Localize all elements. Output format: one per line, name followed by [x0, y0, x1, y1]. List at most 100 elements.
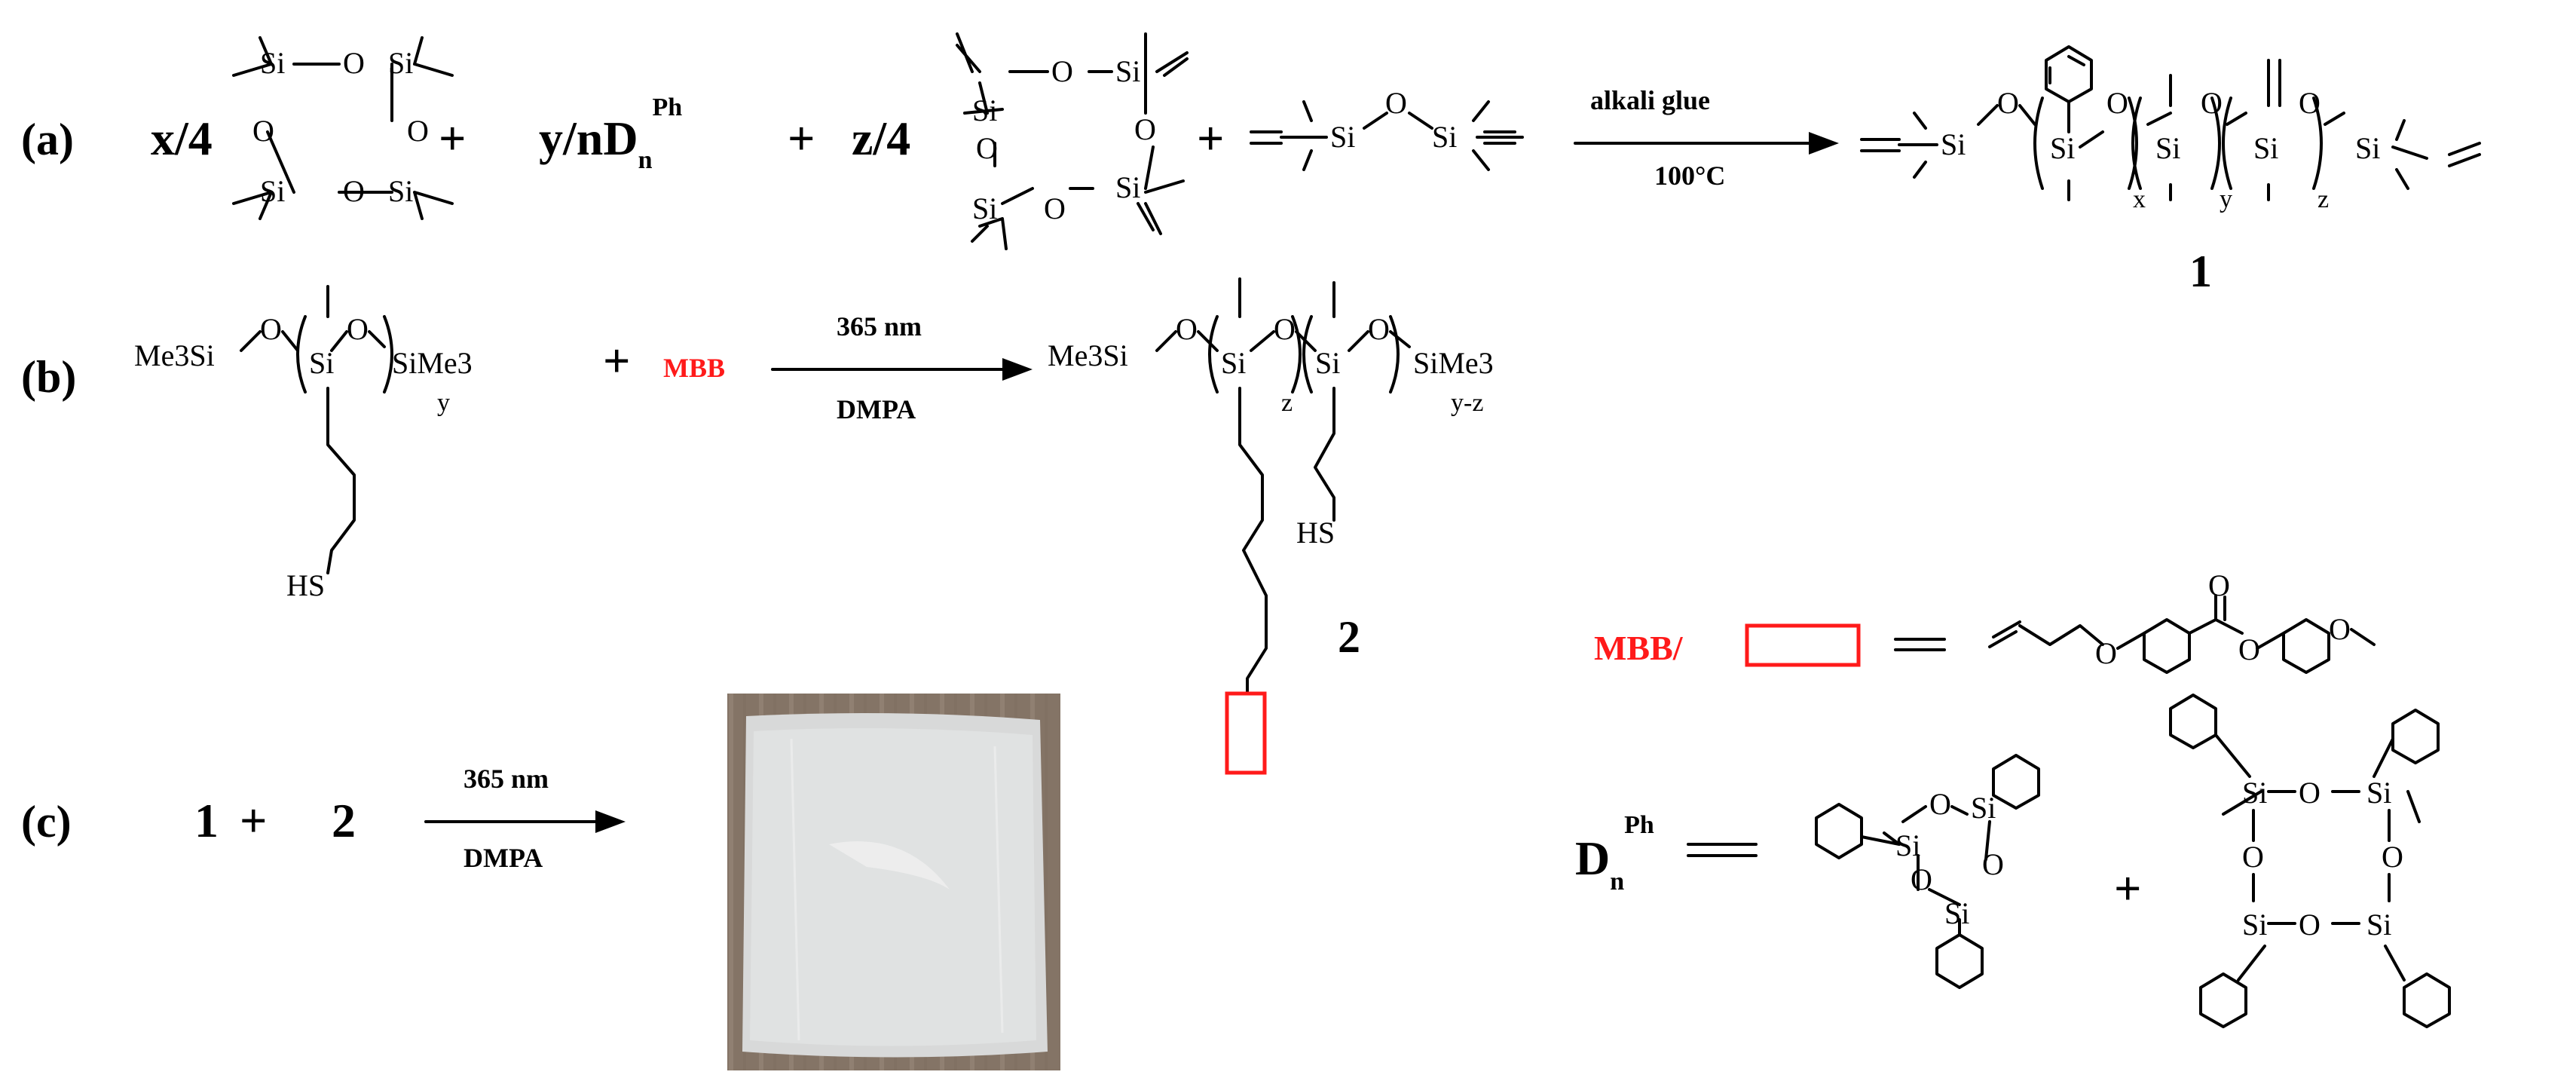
o-atom: O — [343, 174, 365, 208]
plus-sign: + — [603, 334, 630, 387]
o-atom: O — [976, 131, 998, 165]
repeat-index-y-minus-z: y-z — [1451, 389, 1483, 417]
mbb-reagent: MBB — [663, 353, 725, 383]
repeat-index-x: x — [2133, 185, 2146, 213]
reaction-arrow-a: alkali glue 100°C — [1574, 85, 1839, 191]
repeat-index-y: y — [2220, 185, 2232, 213]
condition-photoinitiator: DMPA — [837, 394, 916, 424]
o-atom: O — [407, 114, 429, 148]
product-label-1: 1 — [2189, 247, 2212, 296]
si-atom: Si — [388, 174, 413, 208]
si-atom: Si — [2050, 131, 2075, 165]
o-atom: O — [2299, 776, 2321, 810]
end-group-right: SiMe3 — [392, 346, 473, 380]
o-atom: O — [1051, 54, 1073, 88]
o-atom: O — [1044, 191, 1066, 225]
dnph-legend: DnPh Si O Si O O Si + Si O Si O O Si O S… — [1575, 694, 2451, 1028]
reaction-arrow-b: 365 nm DMPA — [771, 311, 1033, 424]
plus-sign: + — [2114, 862, 2141, 915]
si-atom: Si — [260, 174, 285, 208]
product-label-2: 2 — [1338, 612, 1360, 662]
divinyl-tetramethyldisiloxane: Si O Si — [1250, 86, 1524, 171]
condition-wavelength: 365 nm — [837, 311, 922, 341]
condition-wavelength: 365 nm — [463, 764, 549, 794]
octamethylcyclotetrasiloxane: Si O Si O O Si O Si — [232, 36, 454, 220]
panel-label-a: (a) — [21, 115, 74, 164]
coefficient-z: z/4 — [852, 112, 910, 165]
o-atom: O — [1982, 847, 2004, 881]
o-atom: O — [1274, 312, 1296, 346]
mbb-label: MBB/ — [1594, 629, 1684, 667]
o-atom: O — [2095, 636, 2117, 670]
end-group-right: SiMe3 — [1413, 346, 1494, 380]
o-atom: O — [1368, 312, 1390, 346]
reactant-1: 1 — [194, 794, 219, 847]
si-atom: Si — [1115, 170, 1140, 204]
mesogen-box-legend — [1745, 623, 1861, 667]
repeat-index-y: y — [437, 389, 450, 417]
mesogen-box — [1225, 691, 1267, 775]
o-atom: O — [2329, 612, 2351, 646]
si-atom: Si — [2155, 131, 2180, 165]
o-atom: O — [347, 312, 369, 346]
o-atom: O — [2106, 86, 2128, 120]
o-atom: O — [2299, 908, 2321, 942]
panel-label-b: (b) — [21, 352, 76, 402]
si-atom: Si — [2242, 776, 2267, 810]
si-atom: Si — [2253, 131, 2278, 165]
o-atom: O — [2201, 86, 2223, 120]
si-atom: Si — [2242, 908, 2267, 942]
o-atom: O — [1134, 112, 1156, 146]
panel-label-c: (c) — [21, 797, 72, 847]
o-atom: O — [2242, 840, 2264, 874]
si-atom: Si — [260, 46, 285, 80]
o-atom: O — [2299, 86, 2321, 120]
condition-temperature: 100°C — [1654, 161, 1725, 191]
plus-sign: + — [240, 794, 267, 847]
dnph-symbol: DnPh — [1575, 811, 1654, 896]
repeat-index-z: z — [1281, 389, 1293, 417]
si-atom: Si — [1944, 896, 1969, 930]
si-atom: Si — [1330, 120, 1355, 154]
polymethylmercaptopropylsiloxane: Me3Si O Si O SiMe3 y HS — [134, 285, 473, 602]
si-atom: Si — [309, 346, 334, 380]
o-atom: O — [252, 114, 274, 148]
plus-sign: + — [788, 112, 815, 165]
si-atom: Si — [972, 191, 997, 225]
repeat-index-z: z — [2317, 185, 2329, 213]
end-group-left: Me3Si — [1048, 338, 1128, 372]
si-atom: Si — [2355, 131, 2380, 165]
o-atom: O — [1176, 312, 1198, 346]
thiol-group: HS — [286, 568, 325, 602]
si-atom: Si — [1941, 127, 1966, 161]
o-atom: O — [1997, 86, 2019, 120]
tetravinyl-tetramethylcyclotetrasiloxane: Si O Si O O Si O Si — [956, 32, 1189, 250]
o-atom: O — [2382, 840, 2403, 874]
product-1-structure: Si O Si O Si O Si O Si x y z — [1860, 45, 2481, 213]
si-atom: Si — [1221, 346, 1246, 380]
si-atom: Si — [972, 93, 997, 127]
si-atom: Si — [1315, 346, 1340, 380]
o-atom: O — [2208, 568, 2230, 602]
o-atom: O — [260, 312, 282, 346]
reactant-2: 2 — [332, 794, 356, 847]
si-atom: Si — [1115, 54, 1140, 88]
elastomer-film-photo — [727, 694, 1060, 1070]
si-atom: Si — [2366, 776, 2391, 810]
plus-sign: + — [439, 112, 466, 165]
plus-sign: + — [1197, 112, 1224, 165]
o-atom: O — [1911, 862, 1932, 896]
end-group-left: Me3Si — [134, 338, 215, 372]
product-2-structure: Me3Si O Si O Si O SiMe3 z y-z HS — [1048, 277, 1494, 775]
condition-photoinitiator: DMPA — [463, 843, 543, 873]
si-atom: Si — [1895, 828, 1920, 862]
dnph-term: y/nDnPh — [539, 93, 682, 174]
reaction-arrow-c: 365 nm DMPA — [424, 764, 626, 873]
o-atom: O — [343, 46, 365, 80]
mbb-legend: MBB/ O O O O — [1594, 568, 2376, 674]
o-atom: O — [1385, 86, 1407, 120]
o-atom: O — [1929, 787, 1951, 821]
coefficient-x: x/4 — [151, 112, 213, 165]
thiol-group: HS — [1296, 516, 1335, 550]
